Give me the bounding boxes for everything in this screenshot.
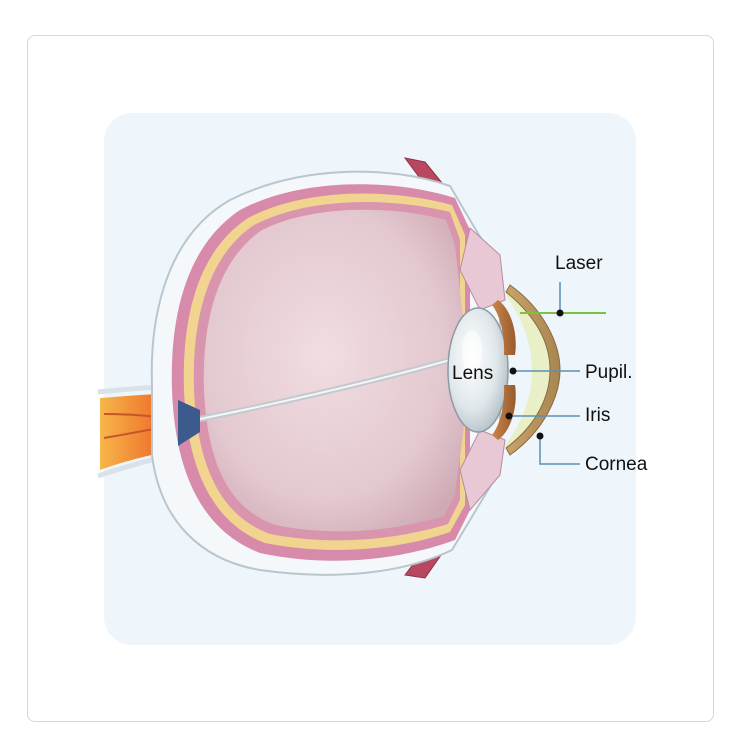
label-lens: Lens <box>452 363 494 384</box>
label-cornea: Cornea <box>585 454 648 475</box>
label-iris: Iris <box>585 405 611 426</box>
iris-bottom <box>492 385 516 440</box>
laser-marker <box>556 309 564 317</box>
iris-marker <box>505 412 513 420</box>
vitreous-body <box>203 209 470 532</box>
iris-top <box>492 300 516 355</box>
cornea <box>505 284 561 456</box>
cornea-leader-line <box>539 436 580 465</box>
label-laser: Laser <box>555 253 603 274</box>
lens <box>447 307 509 433</box>
label-pupil: Pupil. <box>585 362 633 383</box>
cornea-marker <box>536 432 544 440</box>
optic-disc <box>178 400 200 446</box>
pupil-marker <box>509 367 517 375</box>
